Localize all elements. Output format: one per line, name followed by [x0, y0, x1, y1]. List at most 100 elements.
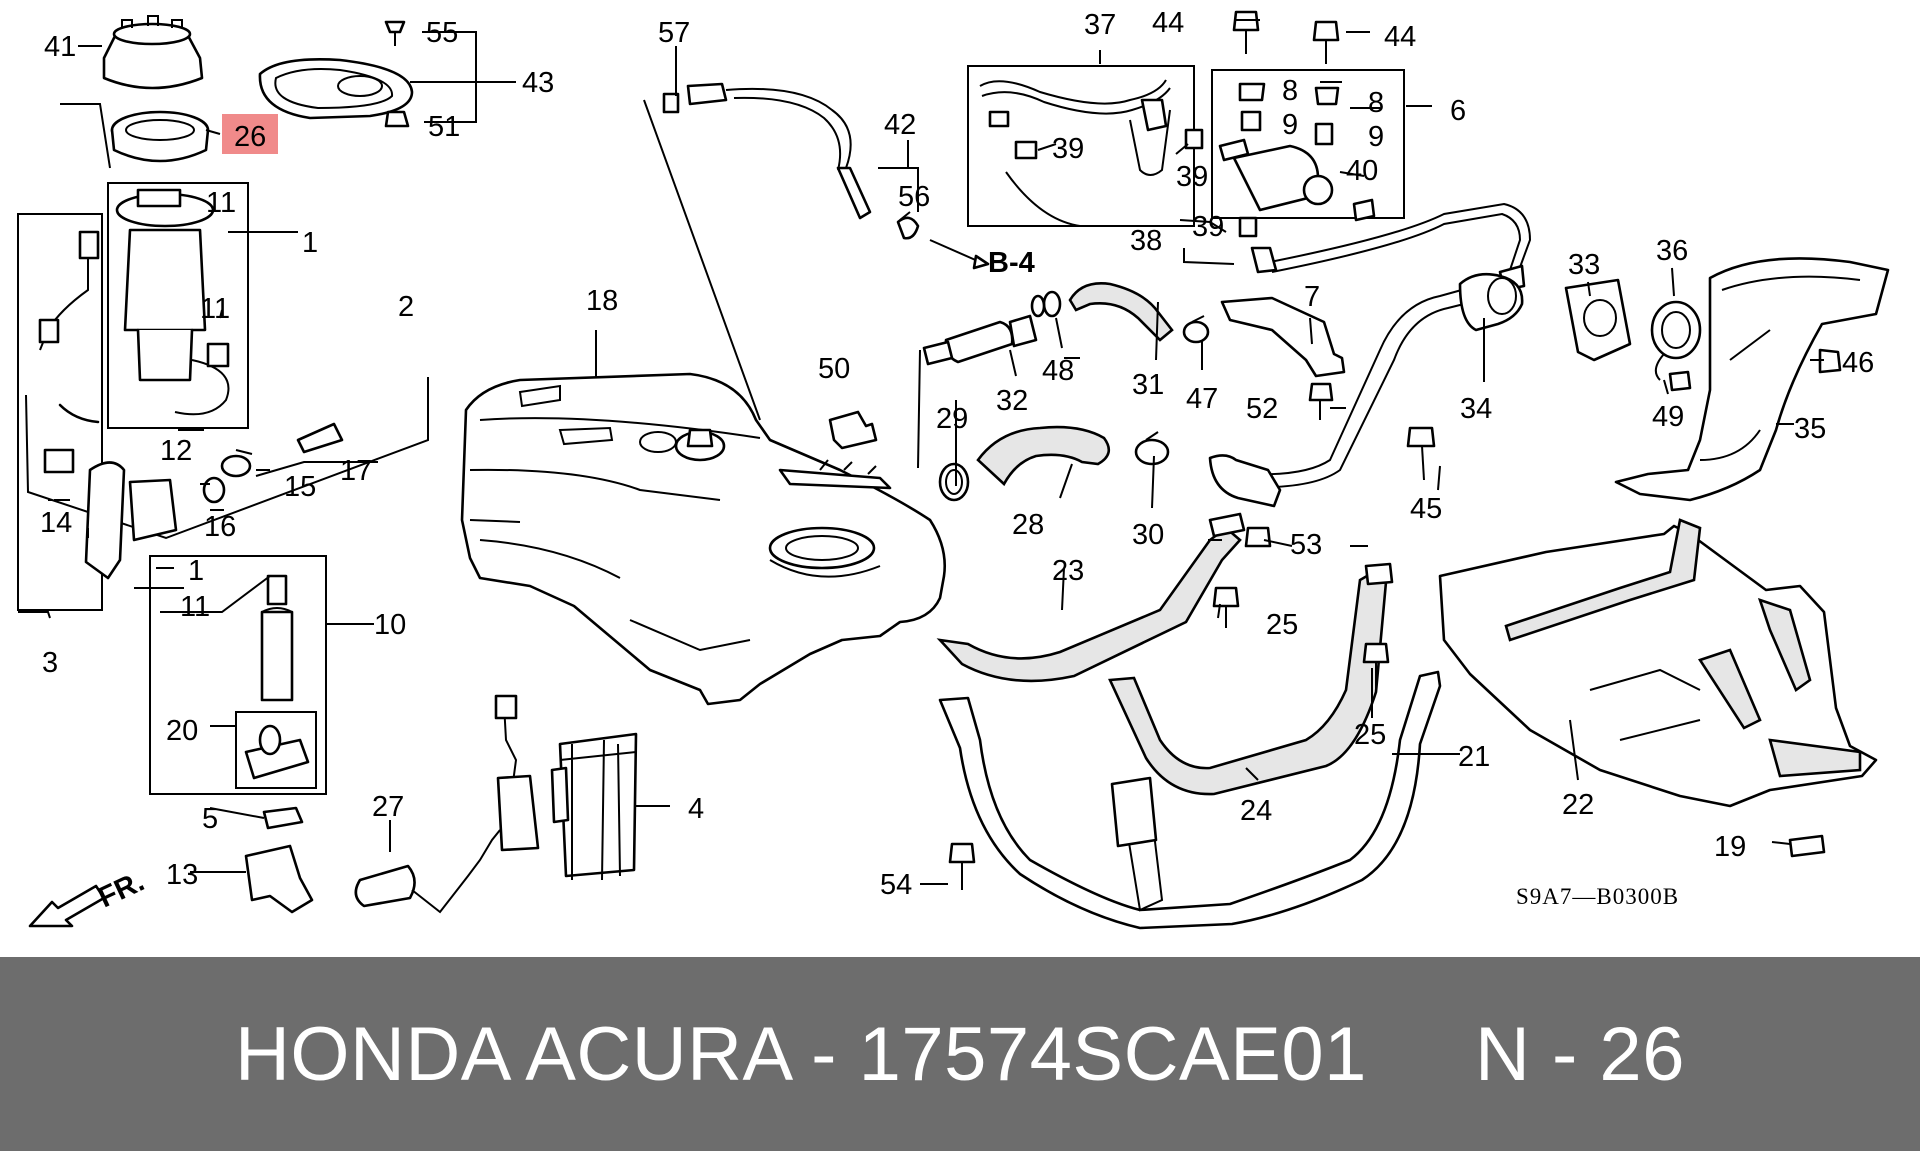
callout-33: 33: [1568, 249, 1600, 281]
callout-55: 55: [426, 17, 458, 49]
front-arrow: FR.: [28, 866, 149, 928]
parts-diagram: FR.: [17, 7, 1890, 930]
bracket-7: [1220, 296, 1346, 378]
callout-56: 56: [898, 181, 930, 213]
bolt-45: [1406, 426, 1436, 481]
fuel-pump-seal-26: [110, 110, 210, 163]
callout-45: 45: [1410, 493, 1442, 525]
callout-53: 53: [1290, 529, 1322, 561]
pump-housing-4: [550, 732, 638, 881]
screw-55: [384, 20, 406, 46]
callout-8a: 8: [1282, 75, 1298, 107]
gasket-5: [262, 806, 304, 830]
callout-labels: 41 55 43 51 26 11 1 11 2 12 17 15 14 16 …: [40, 7, 1874, 901]
svg-text:B-4: B-4: [988, 247, 1035, 279]
bracket-13: [244, 844, 314, 914]
callout-6: 6: [1450, 95, 1466, 127]
callout-38: 38: [1130, 225, 1162, 257]
callout-48: 48: [1042, 355, 1074, 387]
callout-5: 5: [202, 803, 218, 835]
callout-8b: 8: [1368, 87, 1384, 119]
connector-50: [828, 410, 878, 450]
callout-31: 31: [1132, 369, 1164, 401]
callout-26: 26: [234, 121, 266, 153]
callout-54: 54: [880, 869, 912, 901]
pipe-38: [1238, 202, 1532, 292]
callout-16: 16: [204, 511, 236, 543]
clamp-47: [1182, 315, 1210, 344]
callout-35: 35: [1794, 413, 1826, 445]
bolt-44-left: [1232, 10, 1260, 54]
bolt-25-lower: [1362, 642, 1390, 690]
fuel-tank-18: [460, 372, 946, 706]
callout-11b: 11: [200, 293, 230, 325]
callout-32: 32: [996, 385, 1028, 417]
strainer-kit-10: [149, 555, 327, 795]
callout-11a: 11: [206, 187, 236, 219]
bolt-52: [1308, 382, 1334, 420]
callout-46: 46: [1842, 347, 1874, 379]
filler-pipe-34: [1208, 272, 1524, 508]
callout-52: 52: [1246, 393, 1278, 425]
shield-35: [1614, 257, 1890, 502]
callout-43: 43: [522, 67, 554, 99]
bolt-53: [1244, 526, 1272, 548]
fuel-line-37: [967, 65, 1204, 227]
callout-34: 34: [1460, 393, 1492, 425]
callout-12: 12: [160, 435, 192, 467]
strap-23: [936, 512, 1246, 683]
nut-51: [384, 110, 410, 128]
footer-bar: HONDA ACURA - 17574SCAE01 N - 26: [0, 957, 1920, 1151]
sender-27: [354, 694, 540, 914]
housing-33: [1564, 278, 1632, 362]
callout-28: 28: [1012, 509, 1044, 541]
joint-32: [922, 314, 1038, 366]
callout-15: 15: [284, 471, 316, 503]
callout-29: 29: [936, 403, 968, 435]
callout-40: 40: [1346, 155, 1378, 187]
clamp-48: [1030, 290, 1062, 318]
callout-2: 2: [398, 291, 414, 323]
callout-50: 50: [818, 353, 850, 385]
clip-49: [1668, 370, 1692, 392]
hose-31: [1068, 282, 1174, 342]
callout-22: 22: [1562, 789, 1594, 821]
callout-49: 49: [1652, 401, 1684, 433]
callout-57: 57: [658, 17, 690, 49]
callout-37: 37: [1084, 9, 1116, 41]
highlight-box: [222, 114, 278, 154]
callout-41: 41: [44, 31, 76, 63]
callout-25b: 25: [1354, 719, 1386, 751]
callout-30: 30: [1132, 519, 1164, 551]
callout-13: 13: [166, 859, 198, 891]
callout-39b: 39: [1176, 161, 1208, 193]
callout-39c: 39: [1192, 211, 1224, 243]
callout-1b: 1: [188, 555, 204, 587]
callout-1a: 1: [302, 227, 318, 259]
callout-24: 24: [1240, 795, 1272, 827]
callout-18: 18: [586, 285, 618, 317]
callout-9b: 9: [1368, 121, 1384, 153]
callout-11c: 11: [180, 591, 210, 623]
clip-19: [1788, 834, 1826, 858]
gauge-unit-2: [25, 377, 429, 580]
callout-25a: 25: [1266, 609, 1298, 641]
callout-39a: 39: [1052, 133, 1084, 165]
strap-24: [1108, 562, 1394, 796]
callout-20: 20: [166, 715, 198, 747]
fuel-cap-36: [1650, 300, 1702, 381]
svg-text:FR.: FR.: [93, 866, 149, 915]
callout-19: 19: [1714, 831, 1746, 863]
callout-4: 4: [688, 793, 704, 825]
callout-47: 47: [1186, 383, 1218, 415]
callout-51: 51: [428, 111, 460, 143]
fuel-pump-assembly-1: [107, 182, 249, 429]
callout-14: 14: [40, 507, 72, 539]
cover-43: [258, 57, 414, 120]
callout-3: 3: [42, 647, 58, 679]
hose-28: [976, 425, 1111, 487]
vent-tube-42: [662, 82, 920, 240]
callout-27: 27: [372, 791, 404, 823]
undercover-22: [1438, 518, 1878, 808]
bolt-25-upper: [1212, 586, 1240, 628]
